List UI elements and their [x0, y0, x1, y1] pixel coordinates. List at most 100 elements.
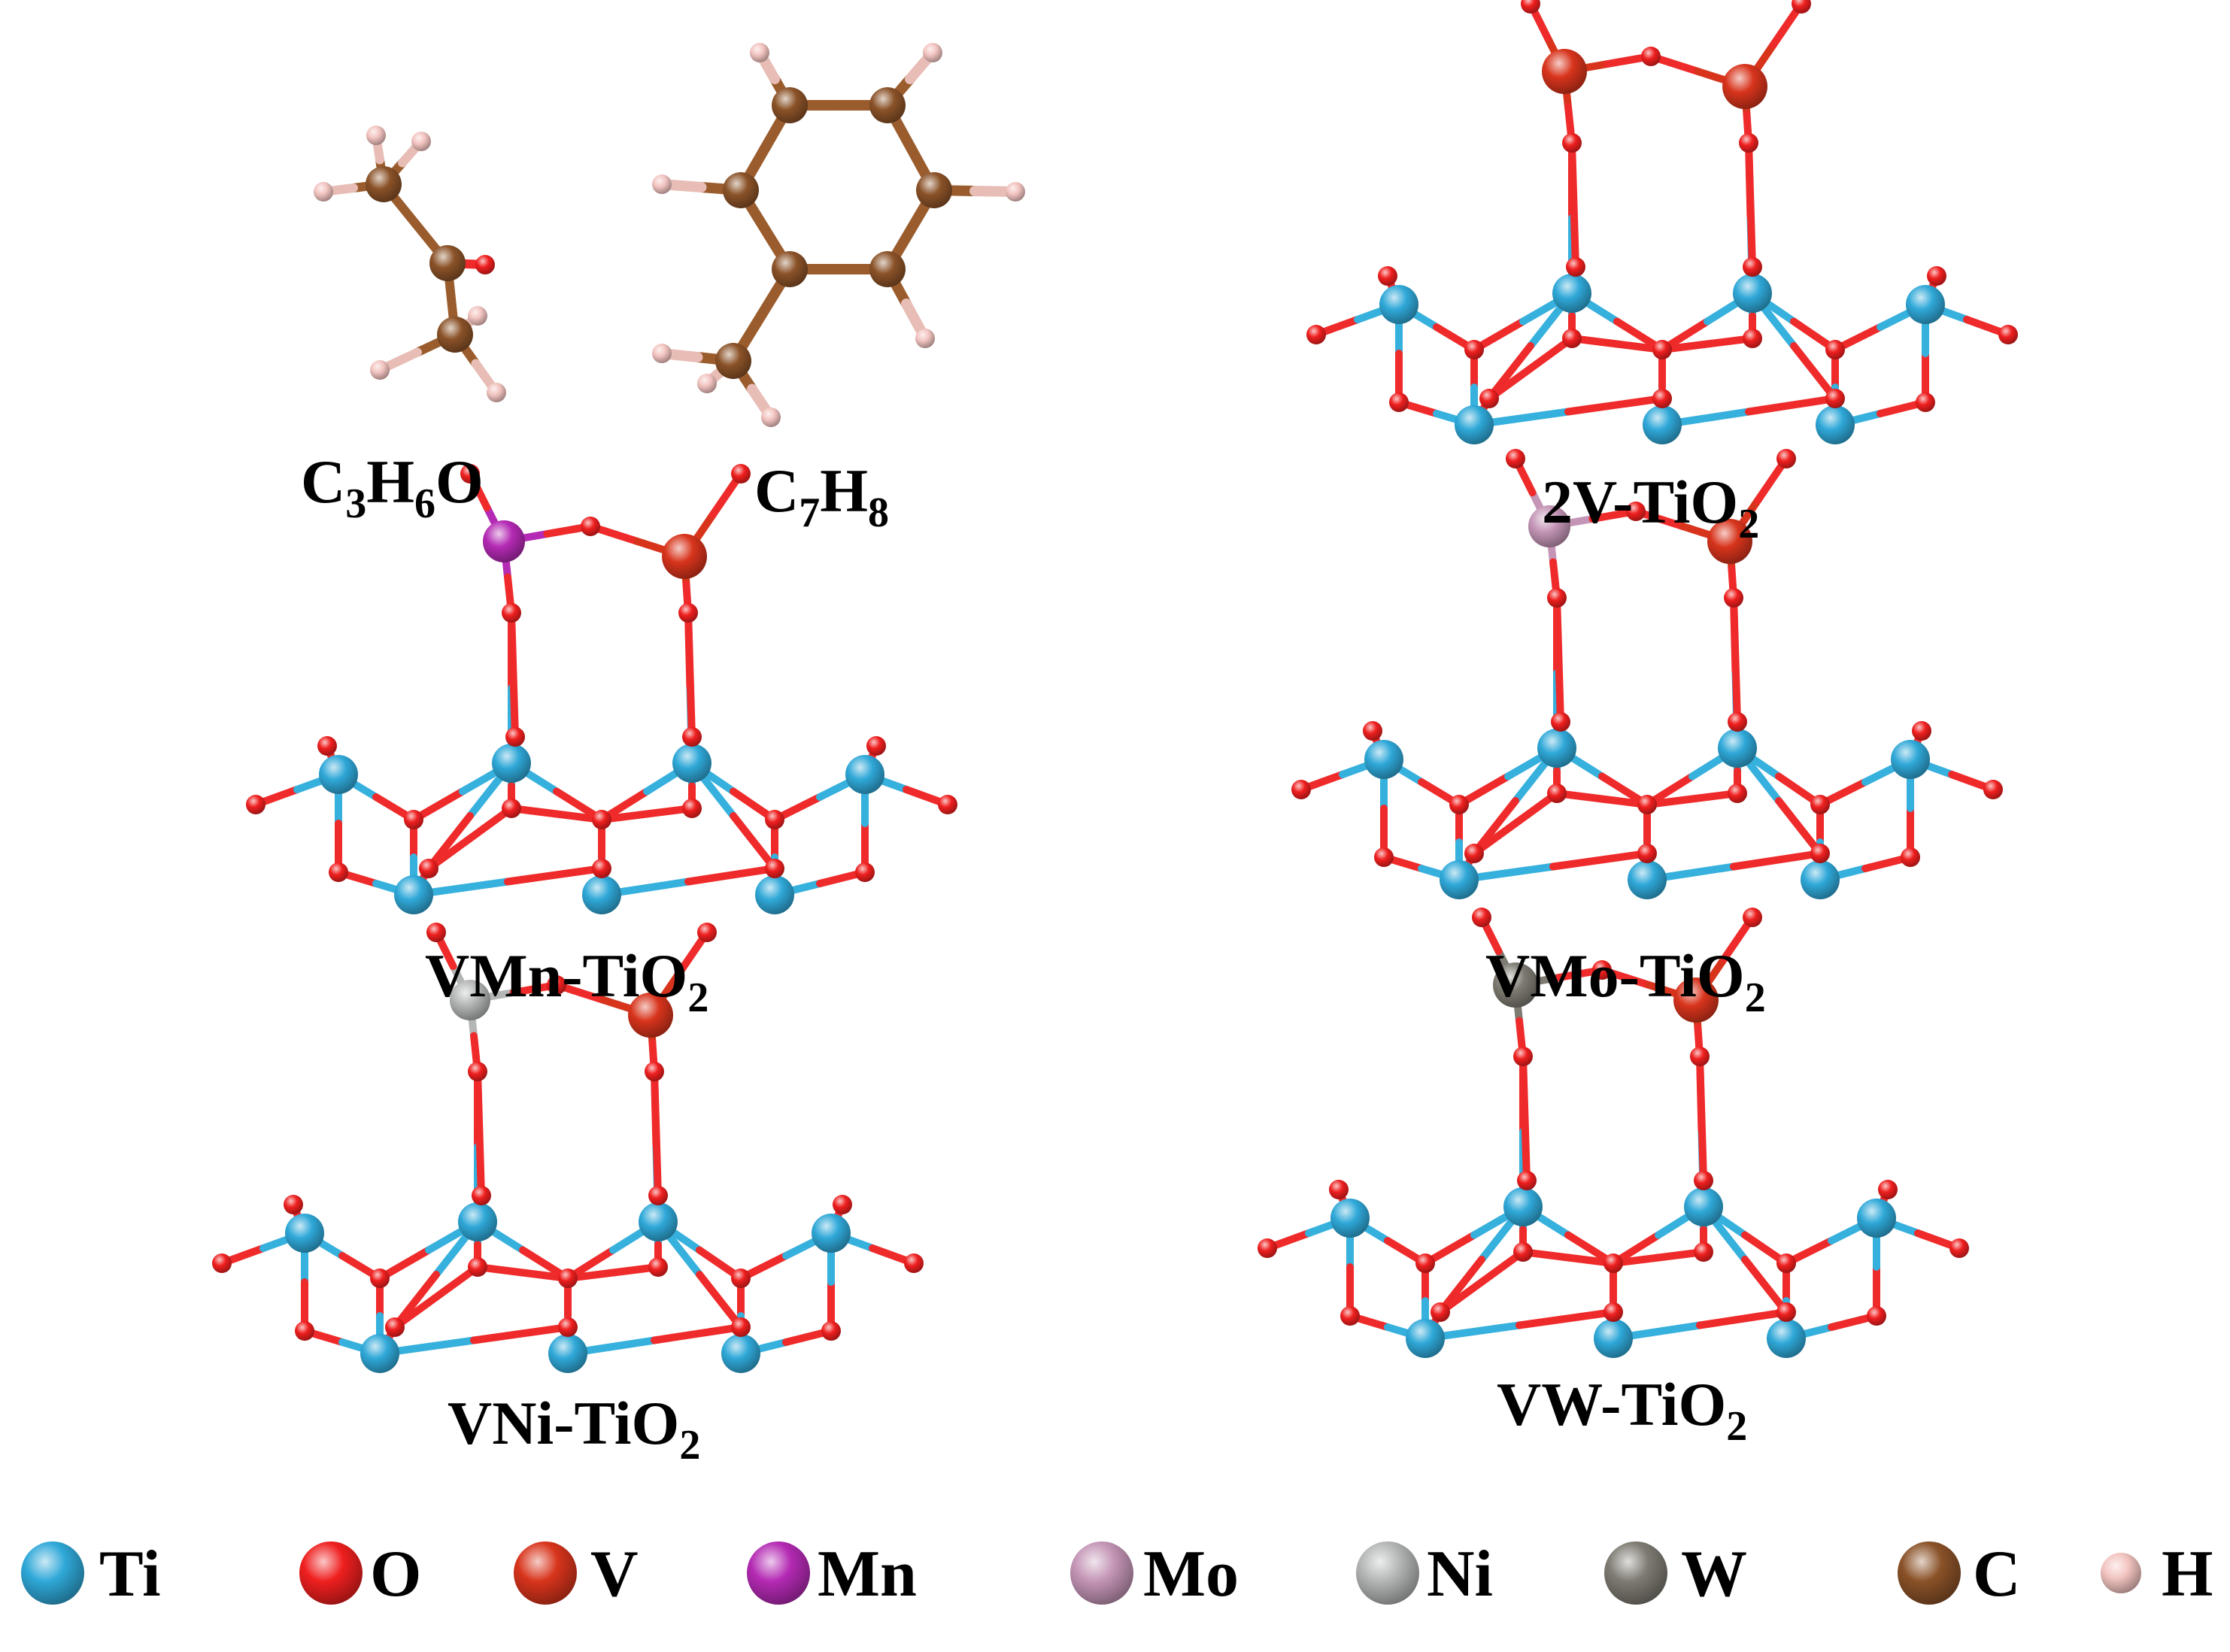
atom-ti	[755, 875, 794, 914]
atom-o	[1513, 1047, 1533, 1066]
atom-h	[761, 408, 781, 427]
atom-o	[1878, 1180, 1898, 1199]
acetone-molecule	[314, 126, 506, 402]
bond	[1696, 1053, 1706, 1123]
atom-ti	[285, 1214, 324, 1253]
legend-item-h: H	[2101, 1538, 2213, 1611]
atom-h	[750, 43, 769, 62]
atom-o	[833, 1195, 852, 1214]
atom-o	[581, 517, 600, 536]
atom-o	[678, 603, 698, 623]
atom-h	[915, 329, 935, 348]
atom-o	[1694, 1171, 1713, 1190]
slab-vmn-tio2	[246, 464, 957, 914]
atom-o	[505, 727, 525, 747]
atom-o	[1562, 329, 1582, 348]
legend-label-mn: Mn	[818, 1538, 917, 1611]
atom-o	[1867, 1306, 1886, 1326]
atom-mo	[1528, 505, 1570, 547]
legend-swatch-v	[514, 1541, 577, 1605]
bond	[1521, 1114, 1531, 1184]
legend-label-h: H	[2162, 1538, 2213, 1611]
legend-swatch-c	[1898, 1541, 1961, 1605]
atom-o	[765, 810, 784, 829]
atom-o	[1329, 1180, 1349, 1199]
atom-c	[715, 343, 751, 379]
atom-v	[1707, 519, 1752, 564]
atom-o	[731, 464, 751, 483]
atom-v	[662, 534, 707, 579]
atom-ni	[450, 980, 490, 1020]
atom-ti	[812, 1214, 851, 1253]
atom-o	[648, 1257, 668, 1277]
atom-o	[1517, 1171, 1537, 1190]
bond	[1745, 395, 1839, 416]
slab-vni-tio2	[212, 923, 924, 1373]
atom-o	[592, 859, 611, 878]
atom-ti	[721, 1334, 760, 1373]
atom-o	[821, 1321, 841, 1341]
bond	[1564, 395, 1666, 416]
atom-o	[765, 859, 784, 878]
legend-item-c: C	[1898, 1538, 2021, 1611]
atom-o	[1825, 389, 1845, 408]
atom-o	[558, 1317, 578, 1337]
atom-o	[1592, 960, 1612, 980]
atom-c	[366, 166, 402, 202]
legend-label-ni: Ni	[1427, 1538, 1493, 1611]
bond	[1790, 342, 1839, 402]
atom-o	[385, 1317, 405, 1337]
atom-ti	[1594, 1319, 1633, 1358]
bond	[474, 1068, 484, 1138]
bond	[1519, 1053, 1529, 1123]
atom-ti	[1718, 729, 1757, 768]
legend-label-v: V	[590, 1538, 639, 1611]
atom-o	[1810, 844, 1830, 863]
legend-item-ni: Ni	[1356, 1538, 1493, 1611]
atom-h	[1006, 182, 1025, 202]
atom-o	[1728, 784, 1747, 803]
atom-c	[916, 172, 952, 208]
atom-o	[1912, 721, 1931, 741]
atom-ti	[1503, 1187, 1543, 1226]
atom-o	[1901, 847, 1920, 867]
atom-ti	[1379, 285, 1418, 324]
bond	[1696, 1308, 1790, 1329]
slab-2v-tio2	[1306, 0, 2018, 444]
atom-o	[1479, 389, 1499, 408]
bond	[651, 1323, 745, 1344]
legend-item-w: W	[1604, 1538, 1747, 1611]
atom-o	[284, 1195, 303, 1214]
legend-item-v: V	[514, 1538, 639, 1611]
bond	[651, 1068, 660, 1138]
atom-o	[1810, 795, 1830, 814]
atom-ti	[1330, 1199, 1370, 1238]
atom-o	[502, 799, 521, 818]
atom-v	[1722, 64, 1767, 109]
atom-v	[1542, 49, 1587, 94]
atom-ti	[1455, 405, 1494, 444]
atom-o	[1743, 908, 1762, 927]
atom-o	[1340, 1306, 1360, 1326]
bond	[696, 1271, 745, 1331]
atom-o	[1724, 588, 1743, 608]
atom-o	[547, 975, 566, 995]
label-toluene: C7H8	[754, 456, 889, 536]
atom-ti	[1801, 860, 1840, 899]
bond	[509, 671, 519, 741]
atom-o	[1431, 1302, 1450, 1322]
atom-ti	[1537, 729, 1576, 768]
atom-o	[1521, 0, 1540, 14]
atom-ti	[360, 1334, 399, 1373]
atom-c	[772, 251, 808, 287]
atom-ti	[582, 875, 621, 914]
atom-o	[468, 1062, 487, 1081]
bond	[1568, 139, 1578, 209]
atom-h	[652, 174, 672, 194]
atom-ti	[1767, 1319, 1806, 1358]
atom-o	[1449, 795, 1469, 814]
bond	[504, 865, 605, 886]
atom-o	[904, 1253, 924, 1273]
slab-vw-tio2	[1258, 908, 1969, 1358]
atom-o	[1551, 712, 1570, 732]
